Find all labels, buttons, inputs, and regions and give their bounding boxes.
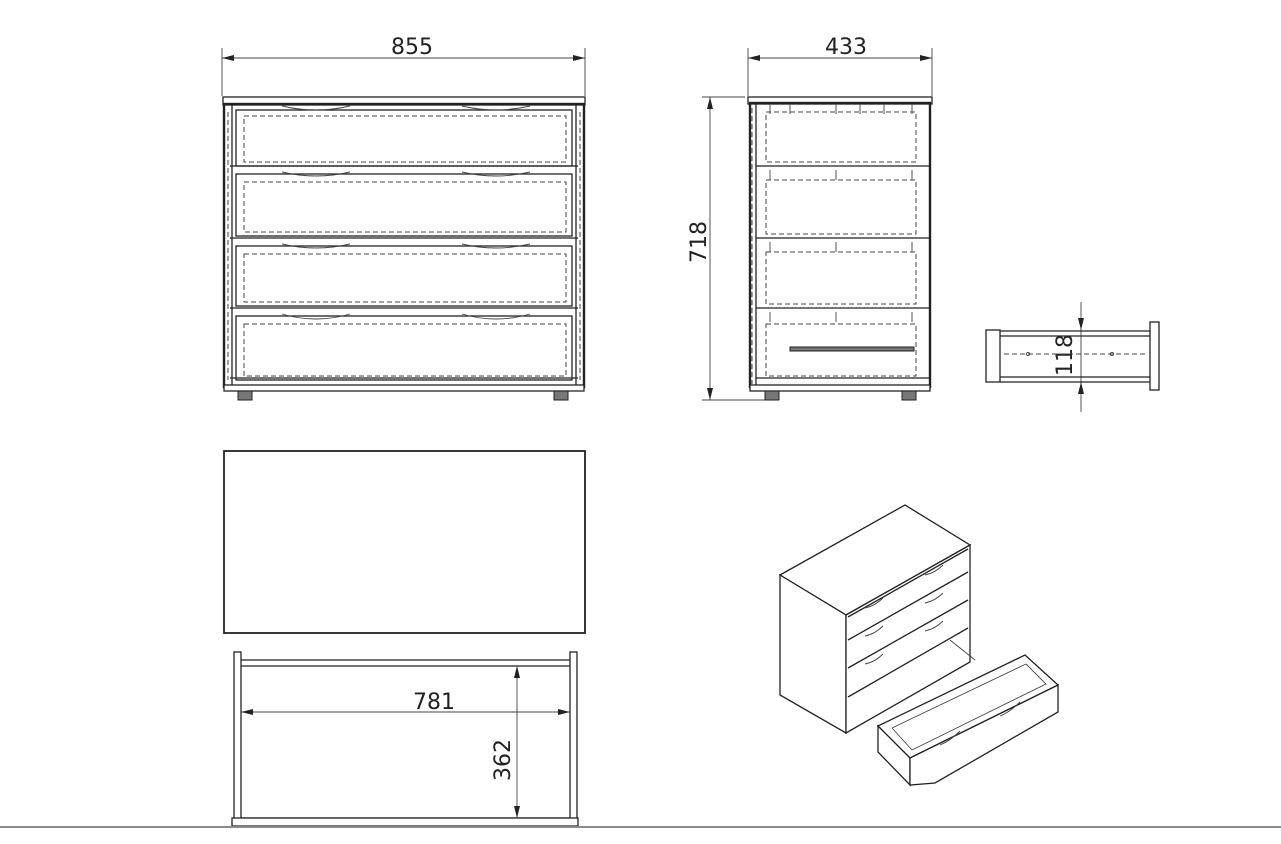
front-castor-left bbox=[237, 390, 253, 401]
drawer-section-view: 118 bbox=[985, 302, 1160, 412]
side-height-dimension: 718 bbox=[687, 96, 765, 401]
side-drawer-3 bbox=[756, 251, 930, 309]
front-castor-right bbox=[553, 390, 569, 401]
front-drawer-3 bbox=[230, 243, 578, 309]
side-drawer-1 bbox=[756, 111, 930, 167]
side-drawer-4 bbox=[756, 323, 930, 379]
front-width-dimension: 855 bbox=[221, 35, 586, 96]
side-depth-dimension: 433 bbox=[747, 35, 933, 96]
side-height-label: 718 bbox=[687, 221, 712, 263]
drawer-width-dimension: 781 bbox=[241, 690, 570, 715]
front-drawer-1 bbox=[230, 105, 578, 167]
front-drawer-4 bbox=[230, 313, 578, 381]
front-drawer-2 bbox=[230, 171, 578, 239]
drawer-width-label: 781 bbox=[413, 690, 455, 715]
bottom-strip bbox=[0, 826, 1281, 844]
front-width-label: 855 bbox=[391, 35, 433, 60]
top-view bbox=[223, 450, 586, 634]
drawer-depth-dimension: 362 bbox=[491, 666, 520, 818]
drawer-plan-view: 781 362 bbox=[231, 651, 579, 827]
drawer-depth-label: 362 bbox=[491, 739, 516, 781]
front-view: 855 bbox=[221, 35, 586, 401]
side-depth-label: 433 bbox=[825, 35, 867, 60]
side-drawer-2 bbox=[756, 179, 930, 239]
side-view: 433 718 bbox=[687, 35, 933, 401]
side-castor-right bbox=[901, 390, 917, 401]
drawer-height-label: 118 bbox=[1053, 334, 1078, 376]
isometric-view bbox=[778, 504, 1060, 787]
side-castor-left bbox=[764, 390, 780, 401]
